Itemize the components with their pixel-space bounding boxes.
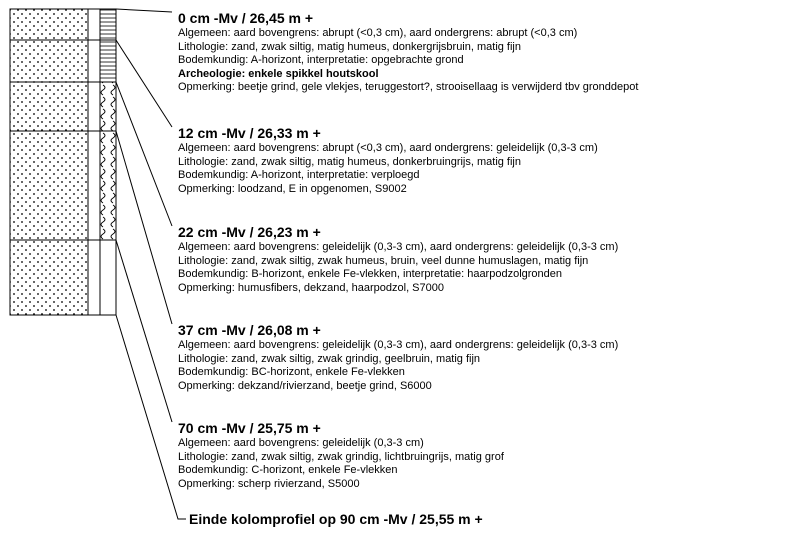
layer-1-description: 0 cm -Mv / 26,45 m +Algemeen: aard boven… — [178, 10, 638, 95]
layer-1-connector-line — [115, 8, 173, 13]
layer-5-structure-block — [99, 239, 117, 316]
end-of-profile-label: Einde kolomprofiel op 90 cm -Mv / 25,55 … — [189, 511, 483, 527]
layer-4-structure-block — [99, 130, 117, 241]
layer-3-description: 22 cm -Mv / 26,23 m +Algemeen: aard bove… — [178, 224, 618, 295]
layer-4-description: 37 cm -Mv / 26,08 m +Algemeen: aard bove… — [178, 322, 618, 393]
layer-3-connector-line — [115, 81, 173, 227]
layer-4-line-4: Opmerking: dekzand/rivierzand, beetje gr… — [178, 379, 432, 392]
layer-3-line-1: Algemeen: aard bovengrens: geleidelijk (… — [178, 241, 619, 253]
layer-1-line-4: Archeologie: enkele spikkel houtskool — [178, 67, 379, 80]
layer-5-line-3: Bodemkundig: C-horizont, enkele Fe-vlekk… — [178, 464, 398, 476]
layer-5-description: 70 cm -Mv / 25,75 m +Algemeen: aard bove… — [178, 420, 504, 491]
layer-3-line-4: Opmerking: humusfibers, dekzand, haarpod… — [178, 281, 444, 294]
layer-2-line-4: Opmerking: loodzand, E in opgenomen, S90… — [178, 182, 407, 195]
layer-1-structure-block — [99, 8, 117, 41]
layer-5-line-4: Opmerking: scherp rivierzand, S5000 — [178, 477, 360, 490]
layer-2-line-3: Bodemkundig: A-horizont, interpretatie: … — [178, 169, 420, 181]
layer-2-line-2: Lithologie: zand, zwak siltig, matig hum… — [178, 155, 521, 168]
layer-1-line-5: Opmerking: beetje grind, gele vlekjes, t… — [178, 81, 639, 93]
connector-lines — [115, 8, 186, 520]
layer-2-line-1: Algemeen: aard bovengrens: abrupt (<0,3 … — [178, 142, 598, 154]
layer-5-admixture-block — [87, 239, 101, 316]
layer-1-line-2: Lithologie: zand, zwak siltig, matig hum… — [178, 40, 521, 53]
layer-3-admixture-block — [87, 81, 101, 132]
layer-1-line-3: Bodemkundig: A-horizont, interpretatie: … — [178, 54, 464, 66]
layer-3-depth-title: 22 cm -Mv / 26,23 m + — [178, 224, 321, 240]
layer-2-description: 12 cm -Mv / 26,33 m +Algemeen: aard bove… — [178, 125, 598, 196]
layer-1-line-1: Algemeen: aard bovengrens: abrupt (<0,3 … — [178, 27, 578, 39]
layer-4-line-2: Lithologie: zand, zwak siltig, zwak grin… — [178, 352, 481, 365]
layer-5-line-2: Lithologie: zand, zwak siltig, zwak grin… — [178, 450, 504, 463]
layer-2-connector-line — [115, 39, 173, 128]
layer-5-lithology-block — [9, 239, 89, 316]
layer-4-lithology-block — [9, 130, 89, 241]
layer-4-line-1: Algemeen: aard bovengrens: geleidelijk (… — [178, 339, 619, 351]
layer-1-lithology-block — [9, 8, 89, 41]
layer-2-depth-title: 12 cm -Mv / 26,33 m + — [178, 125, 321, 141]
layer-3-lithology-block — [9, 81, 89, 132]
layer-1-admixture-block — [87, 8, 101, 41]
layer-2-structure-block — [99, 39, 117, 83]
layer-4-connector-line — [115, 130, 173, 325]
layer-1-depth-title: 0 cm -Mv / 26,45 m + — [178, 10, 314, 26]
layer-3-line-2: Lithologie: zand, zwak siltig, zwak hume… — [178, 254, 589, 267]
layer-4-line-3: Bodemkundig: BC-horizont, enkele Fe-vlek… — [178, 366, 405, 378]
layer-3-line-3: Bodemkundig: B-horizont, enkele Fe-vlekk… — [178, 268, 563, 280]
soil-column — [9, 8, 117, 316]
layer-4-admixture-block — [87, 130, 101, 241]
layer-2-lithology-block — [9, 39, 89, 83]
layer-3-structure-block — [99, 81, 117, 132]
layer-2-admixture-block — [87, 39, 101, 83]
end-connector-line — [115, 314, 186, 520]
layer-4-depth-title: 37 cm -Mv / 26,08 m + — [178, 322, 321, 338]
layer-5-depth-title: 70 cm -Mv / 25,75 m + — [178, 420, 321, 436]
layer-5-connector-line — [115, 239, 173, 423]
layer-5-line-1: Algemeen: aard bovengrens: geleidelijk (… — [178, 437, 424, 449]
